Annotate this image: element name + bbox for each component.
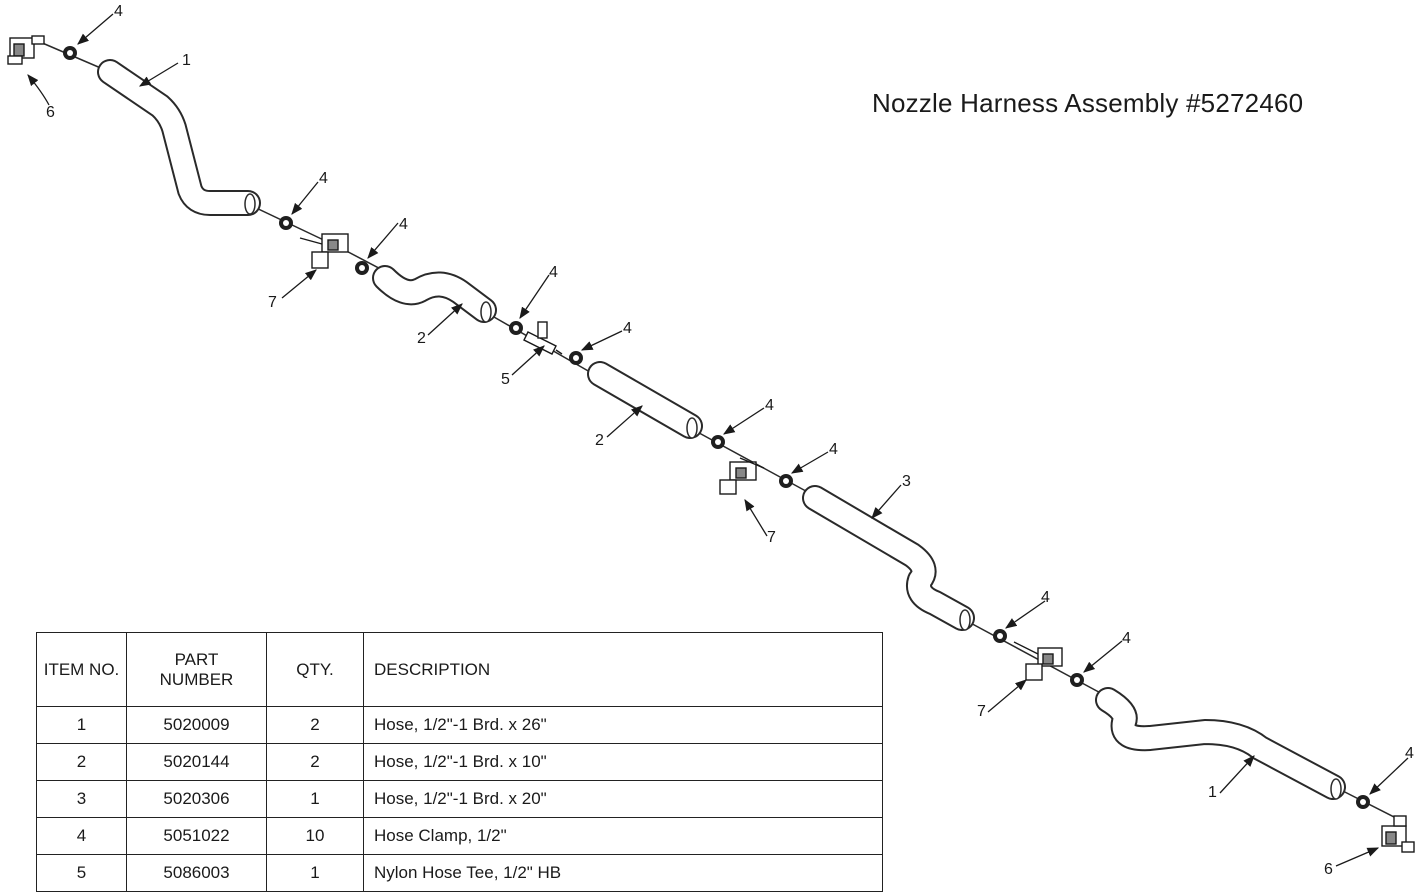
cell-part: 5020144 <box>126 743 267 781</box>
callout-5: 5 <box>501 371 510 388</box>
end-fitting-lower <box>1381 815 1415 853</box>
callout-4: 4 <box>623 320 632 337</box>
hose-clamp-3 <box>355 261 369 275</box>
callout-1: 1 <box>1208 784 1217 801</box>
cell-description: Hose, 1/2"-1 Brd. x 26" <box>363 706 883 744</box>
cell-description: Hose, 1/2"-1 Brd. x 20" <box>363 780 883 818</box>
cell-part: 5020306 <box>126 780 267 818</box>
hose-item-2-upper <box>372 265 497 323</box>
header-part-line2: NUMBER <box>159 669 234 689</box>
hose-clamp-6 <box>711 435 725 449</box>
cell-qty: 1 <box>266 780 364 818</box>
header-item-no: ITEM NO. <box>36 632 127 707</box>
cell-part: 5086003 <box>126 854 267 892</box>
nozzle-body-2 <box>719 457 765 495</box>
table-header-row: ITEM NO. PART NUMBER QTY. DESCRIPTION <box>36 632 883 707</box>
table-row: 4 5051022 10 Hose Clamp, 1/2" <box>36 817 883 855</box>
callout-4: 4 <box>829 441 838 458</box>
hose-clamp-1 <box>63 46 77 60</box>
hose-clamp-9 <box>1070 673 1084 687</box>
callout-2: 2 <box>595 432 604 449</box>
callout-4: 4 <box>549 264 558 281</box>
callout-1: 1 <box>182 52 191 69</box>
hose-item-2-lower <box>587 361 703 439</box>
hose-item-1-upper <box>97 59 261 216</box>
cell-item: 2 <box>36 743 127 781</box>
hose-clamp-8 <box>993 629 1007 643</box>
callout-6: 6 <box>1324 861 1333 878</box>
cell-description: Nylon Hose Tee, 1/2" HB <box>363 854 883 892</box>
end-fitting-upper <box>7 35 45 65</box>
header-part-number: PART NUMBER <box>126 632 267 707</box>
cell-qty: 2 <box>266 706 364 744</box>
callout-4: 4 <box>1405 745 1414 762</box>
callout-2: 2 <box>417 330 426 347</box>
nozzle-body-1 <box>299 233 349 269</box>
callout-4: 4 <box>399 216 408 233</box>
hose-clamp-2 <box>279 216 293 230</box>
hose-item-3 <box>802 485 975 631</box>
cell-part: 5051022 <box>126 817 267 855</box>
cell-qty: 10 <box>266 817 364 855</box>
cell-qty: 1 <box>266 854 364 892</box>
hose-clamp-10 <box>1356 795 1370 809</box>
cell-qty: 2 <box>266 743 364 781</box>
hose-clamp-7 <box>779 474 793 488</box>
callout-7: 7 <box>268 294 277 311</box>
hose-clamp-4 <box>509 321 523 335</box>
callout-4: 4 <box>114 3 123 20</box>
callout-4: 4 <box>319 170 328 187</box>
bill-of-materials-table: ITEM NO. PART NUMBER QTY. DESCRIPTION 1 … <box>36 632 883 892</box>
hose-clamps <box>63 46 1370 809</box>
table-row: 2 5020144 2 Hose, 1/2"-1 Brd. x 10" <box>36 743 883 781</box>
hose-clamp-5 <box>569 351 583 365</box>
hose-item-1-lower <box>1095 687 1346 800</box>
cell-item: 4 <box>36 817 127 855</box>
callout-7: 7 <box>977 703 986 720</box>
cell-item: 5 <box>36 854 127 892</box>
diagram-title: Nozzle Harness Assembly #5272460 <box>872 88 1304 118</box>
callout-labels: 4 1 6 4 7 4 2 4 5 4 2 4 4 3 7 4 4 7 1 4 … <box>46 3 1414 878</box>
callout-3: 3 <box>902 473 911 490</box>
callout-6: 6 <box>46 104 55 121</box>
header-description: DESCRIPTION <box>363 632 883 707</box>
callout-7: 7 <box>767 529 776 546</box>
cell-item: 1 <box>36 706 127 744</box>
cell-item: 3 <box>36 780 127 818</box>
header-part-line1: PART <box>174 649 219 669</box>
callout-4: 4 <box>765 397 774 414</box>
header-qty: QTY. <box>266 632 364 707</box>
callout-4: 4 <box>1122 630 1131 647</box>
table-row: 5 5086003 1 Nylon Hose Tee, 1/2" HB <box>36 854 883 892</box>
callout-leaders <box>27 13 1409 867</box>
table-row: 3 5020306 1 Hose, 1/2"-1 Brd. x 20" <box>36 780 883 818</box>
cell-part: 5020009 <box>126 706 267 744</box>
callout-4: 4 <box>1041 589 1050 606</box>
cell-description: Hose Clamp, 1/2" <box>363 817 883 855</box>
nylon-hose-tee <box>523 321 563 355</box>
table-row: 1 5020009 2 Hose, 1/2"-1 Brd. x 26" <box>36 706 883 744</box>
nozzle-body-3 <box>1013 641 1063 681</box>
cell-description: Hose, 1/2"-1 Brd. x 10" <box>363 743 883 781</box>
